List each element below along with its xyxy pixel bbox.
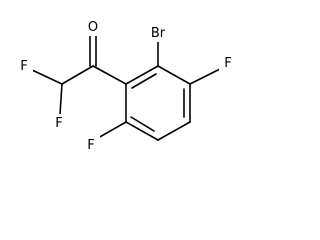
bond-chf2-to-f-bottom [59,83,63,115]
bond-ring-to-f-right [189,67,223,85]
bond-ring-to-f-bottom [97,121,127,139]
fluorine-right-label: F [224,56,231,71]
bond-layer [31,31,223,141]
chemical-structure: O Br F F F F [15,18,237,154]
bond-chf2-to-f-left [31,69,63,85]
fluorine-chain-bottom-label: F [55,116,62,131]
bond-ring-inner-3 [130,116,155,132]
fluorine-chain-bottom-mask [50,114,68,132]
atom-label-layer: O Br F F F F [15,18,237,154]
bromine-label: Br [151,26,166,41]
bond-chf2-to-carbonyl [61,65,94,85]
bond-ring-5 [125,121,159,141]
bromine-mask [146,24,170,42]
fluorine-right-mask [219,54,237,72]
bond-ring-4 [157,121,191,141]
bond-ring-inner-1 [131,73,157,89]
fluorine-bottom-label: F [87,138,94,153]
fluorine-chain-left-mask [15,57,33,75]
bond-ring-2 [157,65,191,85]
fluorine-chain-left-label: F [20,59,27,74]
oxygen-mask [84,18,102,36]
bond-carbonyl-to-ring [92,65,127,85]
oxygen-label: O [88,20,98,35]
fluorine-bottom-mask [82,136,100,154]
bond-ring-1 [125,65,159,85]
